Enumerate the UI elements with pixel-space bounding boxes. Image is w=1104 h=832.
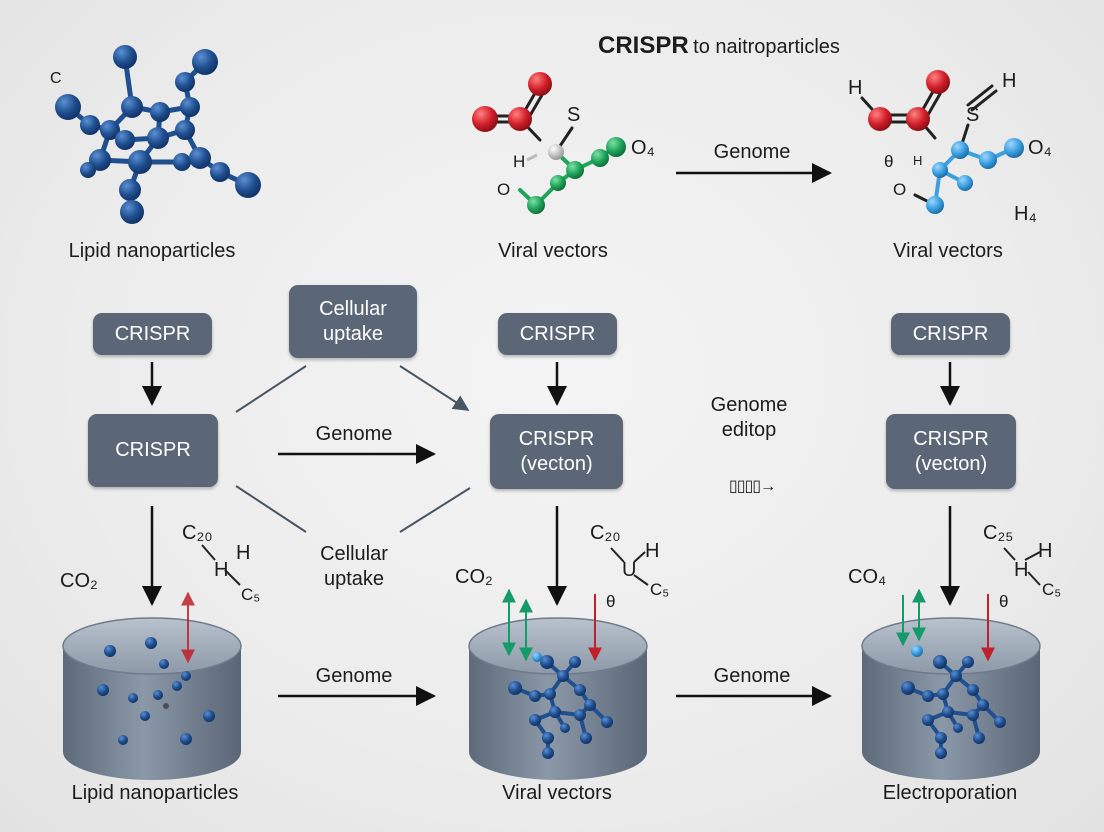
cylinder-center <box>468 617 648 780</box>
center-u: U <box>622 559 637 581</box>
bottom-right-label: Electroporation <box>882 782 1018 804</box>
chem-right-lines <box>1003 547 1041 586</box>
left-c5: C₅ <box>241 585 261 604</box>
uptake-text-line1: Cellular <box>320 543 388 565</box>
left-co2: CO₂ <box>60 570 98 592</box>
center-h: H <box>645 540 660 562</box>
right-box-line1: CRISPR <box>913 427 989 450</box>
mid-chem-h: H <box>513 152 526 171</box>
crispr-vecton-box-right: CRISPR (vecton) <box>886 414 1016 489</box>
diamond-connectors <box>235 365 471 533</box>
transport-arrows <box>181 588 995 664</box>
top-right-label: Viral vectors <box>893 240 1003 262</box>
right-chem-h4: H₄ <box>1014 203 1037 225</box>
uptake-text-line2: uptake <box>323 568 385 590</box>
middle-arrows <box>142 362 960 606</box>
cylinder-center-molecule <box>508 652 613 759</box>
right-chem-theta: θ <box>884 152 894 171</box>
chem-left-lines <box>201 544 241 586</box>
bottom-arrow2-label: Genome <box>713 665 791 687</box>
corner-mark: C <box>50 70 62 87</box>
crispr-box-left-mid: CRISPR <box>88 414 218 487</box>
cylinder-right-molecule <box>901 645 1006 759</box>
center-c5: C₅ <box>650 580 670 599</box>
right-chem-s: S <box>966 104 980 126</box>
genome-editop-text: Genome editop <box>711 393 788 443</box>
right-c5: C₅ <box>1042 580 1062 599</box>
mid-chem-o4: O₄ <box>631 137 655 159</box>
top-arrow-label: Genome <box>713 141 791 163</box>
center-c20: C₂₀ <box>590 522 621 544</box>
right-theta: θ <box>999 592 1009 611</box>
cylinder-right <box>861 617 1041 780</box>
top-middle-label: Viral vectors <box>498 240 608 262</box>
center-co2: CO₂ <box>455 566 493 588</box>
center-box-line2: (vecton) <box>520 452 593 475</box>
top-left-label: Lipid nanoparticles <box>68 240 236 262</box>
center-theta: θ <box>606 592 616 611</box>
left-c20: C₂₀ <box>182 522 213 544</box>
lipid-particles <box>97 637 215 745</box>
viral-vector-molecule-top <box>472 72 626 214</box>
lipid-particle-small <box>163 703 169 709</box>
mid-chem-s: S <box>567 104 581 126</box>
crispr-box-left-top: CRISPR <box>93 313 212 355</box>
middle-genome-label: Genome <box>315 423 393 445</box>
crispr-box-center-top: CRISPR <box>498 313 617 355</box>
uptake-box-line2: uptake <box>322 322 384 345</box>
left-h2: H <box>214 559 229 581</box>
lipid-molecule-top-atoms <box>55 45 261 224</box>
chem-center-lines <box>610 547 649 586</box>
bottom-left-label: Lipid nanoparticles <box>71 782 239 804</box>
mid-chem-o: O <box>497 180 511 199</box>
right-c25: C₂₅ <box>983 522 1014 544</box>
right-h: H <box>1038 540 1053 562</box>
uptake-box-line1: Cellular <box>319 297 387 320</box>
right-chem-o4: O₄ <box>1028 137 1052 159</box>
left-h: H <box>236 542 251 564</box>
bottom-arrow1-label: Genome <box>315 665 393 687</box>
crispr-vecton-box-center: CRISPR (vecton) <box>490 414 623 489</box>
right-chem-o: O <box>893 180 907 199</box>
right-co4: CO₄ <box>848 566 887 588</box>
crispr-box-right-top: CRISPR <box>891 313 1010 355</box>
viral-vector-molecule-right <box>860 70 1024 214</box>
diagram-title: CRISPR to naitroparticles <box>598 32 840 60</box>
title-rest: to naitroparticles <box>693 36 840 58</box>
right-chem-h-top: H <box>848 77 863 99</box>
editop-line1: Genome <box>710 394 788 416</box>
right-box-line2: (vecton) <box>914 452 988 475</box>
right-chem-small-h: H <box>913 153 923 168</box>
bottom-middle-label: Viral vectors <box>502 782 612 804</box>
editop-glyph-row: ▯▯▯▯→ <box>728 478 776 495</box>
cellular-uptake-box: Cellular uptake <box>289 285 417 358</box>
right-chem-h-right: H <box>1002 70 1017 92</box>
center-box-line1: CRISPR <box>518 427 595 450</box>
cellular-uptake-text: Cellular uptake <box>320 542 388 592</box>
editop-line2: editop <box>721 419 777 441</box>
title-bold: CRISPR <box>598 32 689 59</box>
right-h2: H <box>1014 559 1029 581</box>
